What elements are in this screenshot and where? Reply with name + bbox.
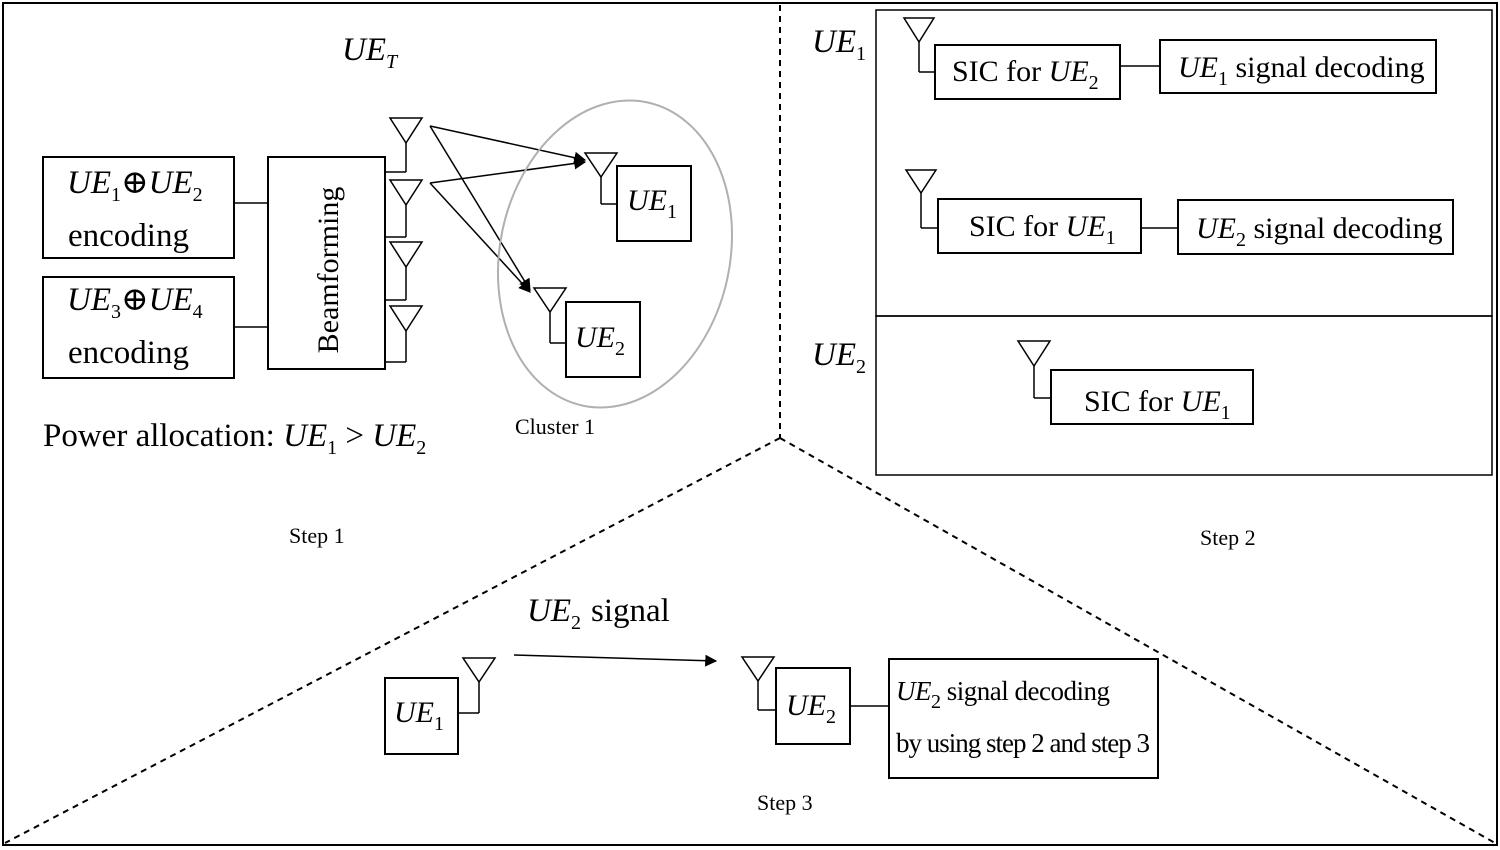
svg-text:SIC for UE1: SIC for UE1 [969,210,1116,249]
sic-for-ue2-box: SIC for UE2 [934,44,1121,100]
sic-for-ue1-box-2: SIC for UE1 [1050,369,1254,425]
step3-ue2: UE2 [740,656,851,745]
svg-text:UE1: UE1 [394,696,444,735]
transmitter-label: UET [342,32,399,73]
beamforming-label: Beamforming [312,187,345,354]
beamforming-block: Beamforming [267,156,386,370]
step3-decoding-box: UE2 signal decoding by using step 2 and … [888,658,1159,779]
step3-ue1: UE1 [384,657,497,755]
svg-text:UE2: UE2 [786,689,836,728]
step2-ue2-label: UE2 [812,337,866,378]
ue2-signal-decoding-box: UE2 signal decoding [1177,199,1454,255]
step2-ue1-antenna [902,17,936,73]
svg-text:UE2 signal decoding: UE2 signal decoding [896,676,1109,713]
svg-text:UE1: UE1 [627,184,677,223]
encoder-box-1: UE1⊕UE2 encoding [42,156,235,259]
step1-label: Step 1 [289,523,345,548]
sic-for-ue1-box: SIC for UE1 [937,198,1142,254]
step2-ue1-label: UE1 [812,24,866,65]
step2-ue2-panel [875,315,1493,476]
encoder-label-1: encoding [68,218,189,254]
svg-text:UE2 signal decoding: UE2 signal decoding [1196,212,1443,251]
cluster-label: Cluster 1 [515,414,595,439]
cluster-ue2: UE2 [532,287,641,378]
svg-text:UE3⊕UE4: UE3⊕UE4 [67,282,203,323]
dashed-dividers [4,5,1496,844]
svg-text:SIC for UE1: SIC for UE1 [1084,385,1231,424]
beam-arrows [429,125,587,293]
svg-text:UE1⊕UE2: UE1⊕UE2 [67,165,203,206]
cluster-ellipse [496,99,734,409]
step3-signal-arrow [513,654,718,667]
step2-label: Step 2 [1200,525,1256,550]
encoder-box-2: UE3⊕UE4 encoding [42,276,235,379]
step2-ue2-antenna [1016,340,1052,399]
svg-text:SIC for UE2: SIC for UE2 [952,55,1099,94]
encoder-label-2: encoding [68,335,189,371]
step3-decoding-line2: by using step 2 and step 3 [896,728,1149,758]
svg-text:UE1 signal decoding: UE1 signal decoding [1178,51,1425,90]
power-allocation: Power allocation: UE1 > UE2 [43,418,426,459]
svg-text:UE2: UE2 [575,321,625,360]
ue1-signal-decoding-box: UE1 signal decoding [1159,39,1437,94]
cluster-ue1: UE1 [583,152,692,242]
step3-label: Step 3 [757,790,813,815]
tx-antenna-array [385,117,424,363]
step2-ue1-antenna-2 [904,169,938,229]
